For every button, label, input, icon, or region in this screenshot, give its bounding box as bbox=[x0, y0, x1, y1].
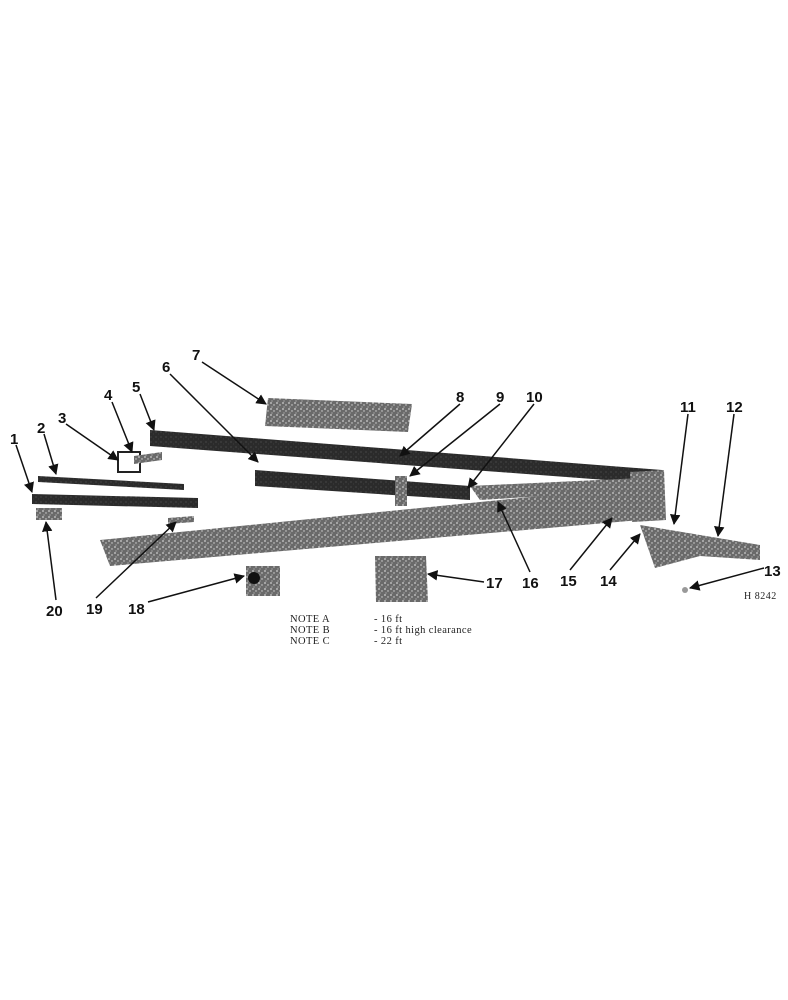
leader-12 bbox=[714, 413, 735, 538]
leader-1 bbox=[15, 444, 34, 493]
plate-part-17 bbox=[375, 556, 428, 602]
upright-part-8 bbox=[395, 476, 407, 506]
part-13 bbox=[682, 587, 688, 593]
leader-7 bbox=[201, 361, 267, 405]
leader-8 bbox=[399, 403, 461, 457]
part-19 bbox=[168, 516, 194, 524]
notes-block: NOTE A - 16 ft NOTE B - 16 ft high clear… bbox=[290, 614, 530, 654]
callout-4: 4 bbox=[104, 387, 113, 404]
leader-13 bbox=[688, 567, 765, 591]
callout-19: 19 bbox=[86, 601, 103, 618]
callout-9: 9 bbox=[496, 389, 504, 406]
bracket-part-4 bbox=[134, 452, 162, 464]
leader-20 bbox=[41, 520, 57, 601]
callout-3: 3 bbox=[58, 410, 66, 427]
plate-part-7 bbox=[265, 398, 412, 432]
leader-5 bbox=[139, 393, 156, 431]
callout-16: 16 bbox=[522, 575, 539, 592]
leader-11 bbox=[669, 413, 689, 526]
callout-18: 18 bbox=[128, 601, 145, 618]
figure-reference: H 8242 bbox=[744, 591, 777, 602]
callout-13: 13 bbox=[764, 563, 781, 580]
bar-part-1 bbox=[32, 494, 198, 508]
callout-15: 15 bbox=[560, 573, 577, 590]
callout-17: 17 bbox=[486, 575, 503, 592]
callout-7: 7 bbox=[192, 347, 200, 364]
top-bar-part-5 bbox=[150, 430, 662, 484]
callout-10: 10 bbox=[526, 389, 543, 406]
callout-6: 6 bbox=[162, 359, 170, 376]
hitch-assembly bbox=[640, 525, 760, 568]
leader-3 bbox=[65, 423, 119, 461]
callout-1: 1 bbox=[10, 431, 18, 448]
diagonal-brace bbox=[470, 478, 640, 500]
leader-18 bbox=[147, 573, 246, 603]
note-b-label: NOTE B bbox=[290, 625, 331, 636]
leader-2 bbox=[43, 433, 59, 476]
callout-5: 5 bbox=[132, 379, 140, 396]
callout-8: 8 bbox=[456, 389, 464, 406]
part-18-knob bbox=[248, 572, 260, 584]
callout-20: 20 bbox=[46, 603, 63, 620]
leader-4 bbox=[111, 401, 134, 453]
leader-15 bbox=[569, 517, 613, 571]
callout-11: 11 bbox=[680, 399, 696, 416]
leader-9 bbox=[409, 403, 501, 477]
callout-2: 2 bbox=[37, 420, 45, 437]
note-a-label: NOTE A bbox=[290, 614, 331, 625]
leader-17 bbox=[426, 570, 485, 583]
bar-part-2 bbox=[38, 476, 184, 490]
note-c-label: NOTE C bbox=[290, 636, 331, 647]
leader-14 bbox=[609, 533, 641, 571]
leader-19 bbox=[95, 521, 177, 599]
leader-6 bbox=[169, 373, 259, 463]
brace-bar bbox=[255, 470, 470, 500]
leader-16 bbox=[497, 501, 531, 573]
callout-12: 12 bbox=[726, 399, 743, 416]
note-b-value: - 16 ft high clearance bbox=[374, 625, 473, 636]
leader-10 bbox=[467, 403, 535, 489]
part-20 bbox=[36, 508, 62, 520]
callout-14: 14 bbox=[600, 573, 617, 590]
note-a-value: - 16 ft bbox=[374, 614, 403, 625]
note-c-value: - 22 ft bbox=[374, 636, 403, 647]
